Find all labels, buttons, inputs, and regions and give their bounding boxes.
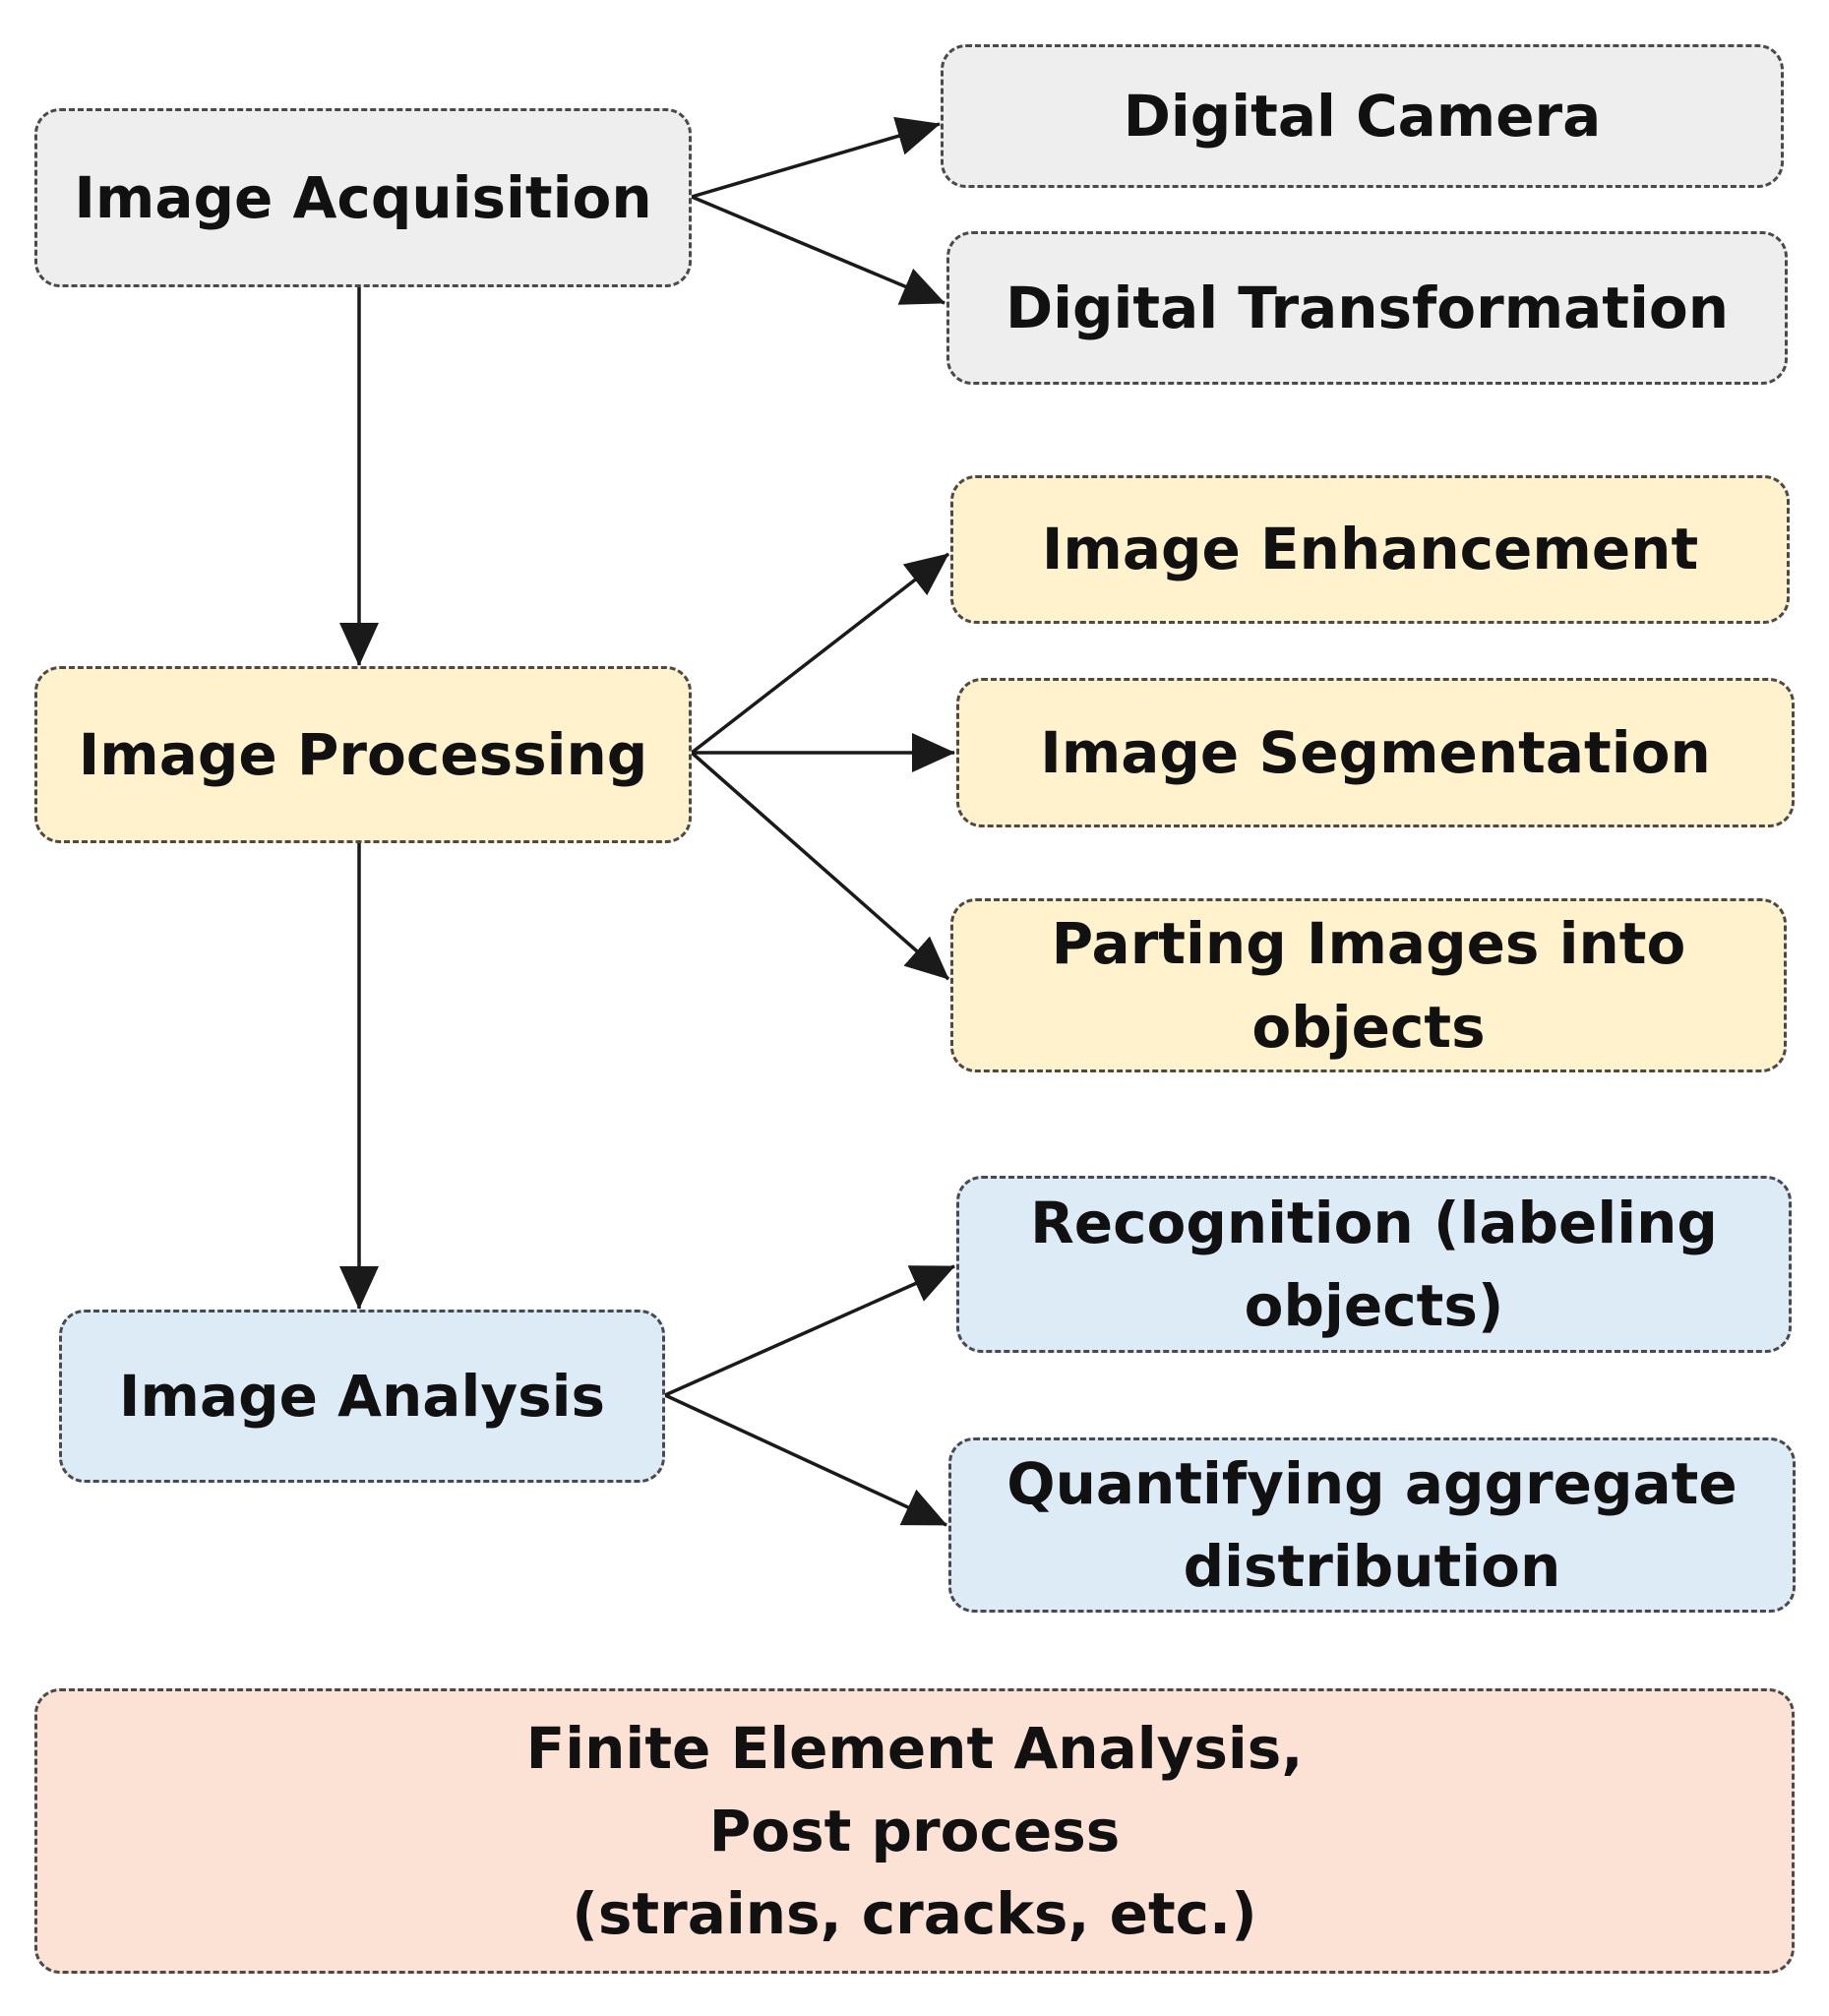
node-image-acquisition-label: Image Acquisition xyxy=(74,163,652,231)
node-parting-images-line-2: objects xyxy=(1251,993,1486,1061)
node-finite-element-analysis: Finite Element Analysis, Post process (s… xyxy=(34,1688,1795,1974)
node-recognition-line-2: objects) xyxy=(1244,1272,1504,1339)
node-quantifying-text: Quantifying aggregate distribution xyxy=(1006,1442,1737,1608)
node-image-enhancement: Image Enhancement xyxy=(950,475,1790,624)
edge-analysis-to-recognition xyxy=(664,1264,955,1397)
node-recognition: Recognition (labeling objects) xyxy=(956,1176,1792,1353)
node-recognition-text: Recognition (labeling objects) xyxy=(1030,1182,1718,1347)
node-recognition-line-1: Recognition (labeling xyxy=(1030,1189,1718,1256)
edge-analysis-to-quantifying xyxy=(664,1393,947,1527)
node-image-analysis: Image Analysis xyxy=(59,1310,665,1483)
node-digital-transformation: Digital Transformation xyxy=(946,231,1788,385)
node-parting-images: Parting Images into objects xyxy=(950,898,1787,1072)
node-image-processing-label: Image Processing xyxy=(78,720,648,788)
node-quantifying-line-2: distribution xyxy=(1183,1533,1561,1600)
edge-acquisition-to-camera xyxy=(691,116,941,199)
edge-processing-to-enhancement xyxy=(690,552,950,755)
node-fea-line-3: (strains, cracks, etc.) xyxy=(572,1880,1257,1948)
node-fea-line-2: Post process xyxy=(708,1797,1121,1864)
node-digital-transformation-label: Digital Transformation xyxy=(1005,274,1730,341)
node-digital-camera: Digital Camera xyxy=(941,44,1784,188)
node-image-segmentation: Image Segmentation xyxy=(956,678,1795,827)
node-parting-images-text: Parting Images into objects xyxy=(1052,902,1686,1068)
node-digital-camera-label: Digital Camera xyxy=(1123,82,1602,150)
node-parting-images-line-1: Parting Images into xyxy=(1051,910,1686,978)
edge-acquisition-to-transformation xyxy=(691,195,945,305)
node-quantifying-line-1: Quantifying aggregate xyxy=(1006,1449,1738,1517)
edge-processing-to-parting xyxy=(690,751,950,981)
node-quantifying: Quantifying aggregate distribution xyxy=(948,1437,1796,1613)
node-image-analysis-label: Image Analysis xyxy=(118,1362,606,1430)
node-image-enhancement-label: Image Enhancement xyxy=(1041,516,1699,583)
node-image-segmentation-label: Image Segmentation xyxy=(1040,718,1711,786)
node-fea-text: Finite Element Analysis, Post process (s… xyxy=(526,1707,1304,1955)
node-image-acquisition: Image Acquisition xyxy=(34,108,692,287)
node-fea-line-1: Finite Element Analysis, xyxy=(525,1714,1304,1782)
node-image-processing: Image Processing xyxy=(34,666,692,843)
